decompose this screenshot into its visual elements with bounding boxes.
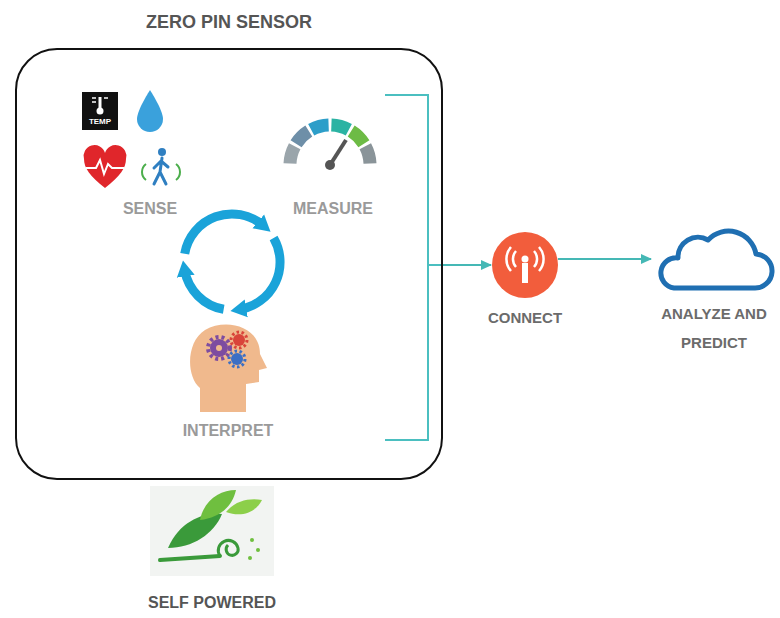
node-label: ANALYZE AND PREDICT [652,300,776,357]
stage-label: INTERPRET [183,422,274,440]
heart-icon [84,145,127,188]
power-label: SELF POWERED [148,594,276,612]
icon-text: TEMP [89,117,111,126]
head-icon [190,325,267,412]
water-drop-icon [137,90,163,132]
bracket [385,95,443,440]
stage-label: SENSE [123,200,177,218]
cloud-outline [652,224,776,294]
gauge-icon [290,125,370,170]
flow-arrow [443,264,491,266]
antenna-icon [492,232,558,298]
flow-arrow [558,258,651,260]
temp-icon [82,92,118,130]
walker-icon [142,148,180,184]
self-powered-icon [150,486,274,576]
cycle-arrows [185,214,280,309]
box-heading: ZERO PIN SENSOR [146,12,312,33]
sensor-box: ZERO PIN SENSOR [15,48,443,480]
cloud-shape: ANALYZE AND PREDICT [652,224,776,294]
stage-label: MEASURE [293,200,373,218]
connect-circle: CONNECT [492,232,558,298]
node-label: CONNECT [463,304,587,333]
